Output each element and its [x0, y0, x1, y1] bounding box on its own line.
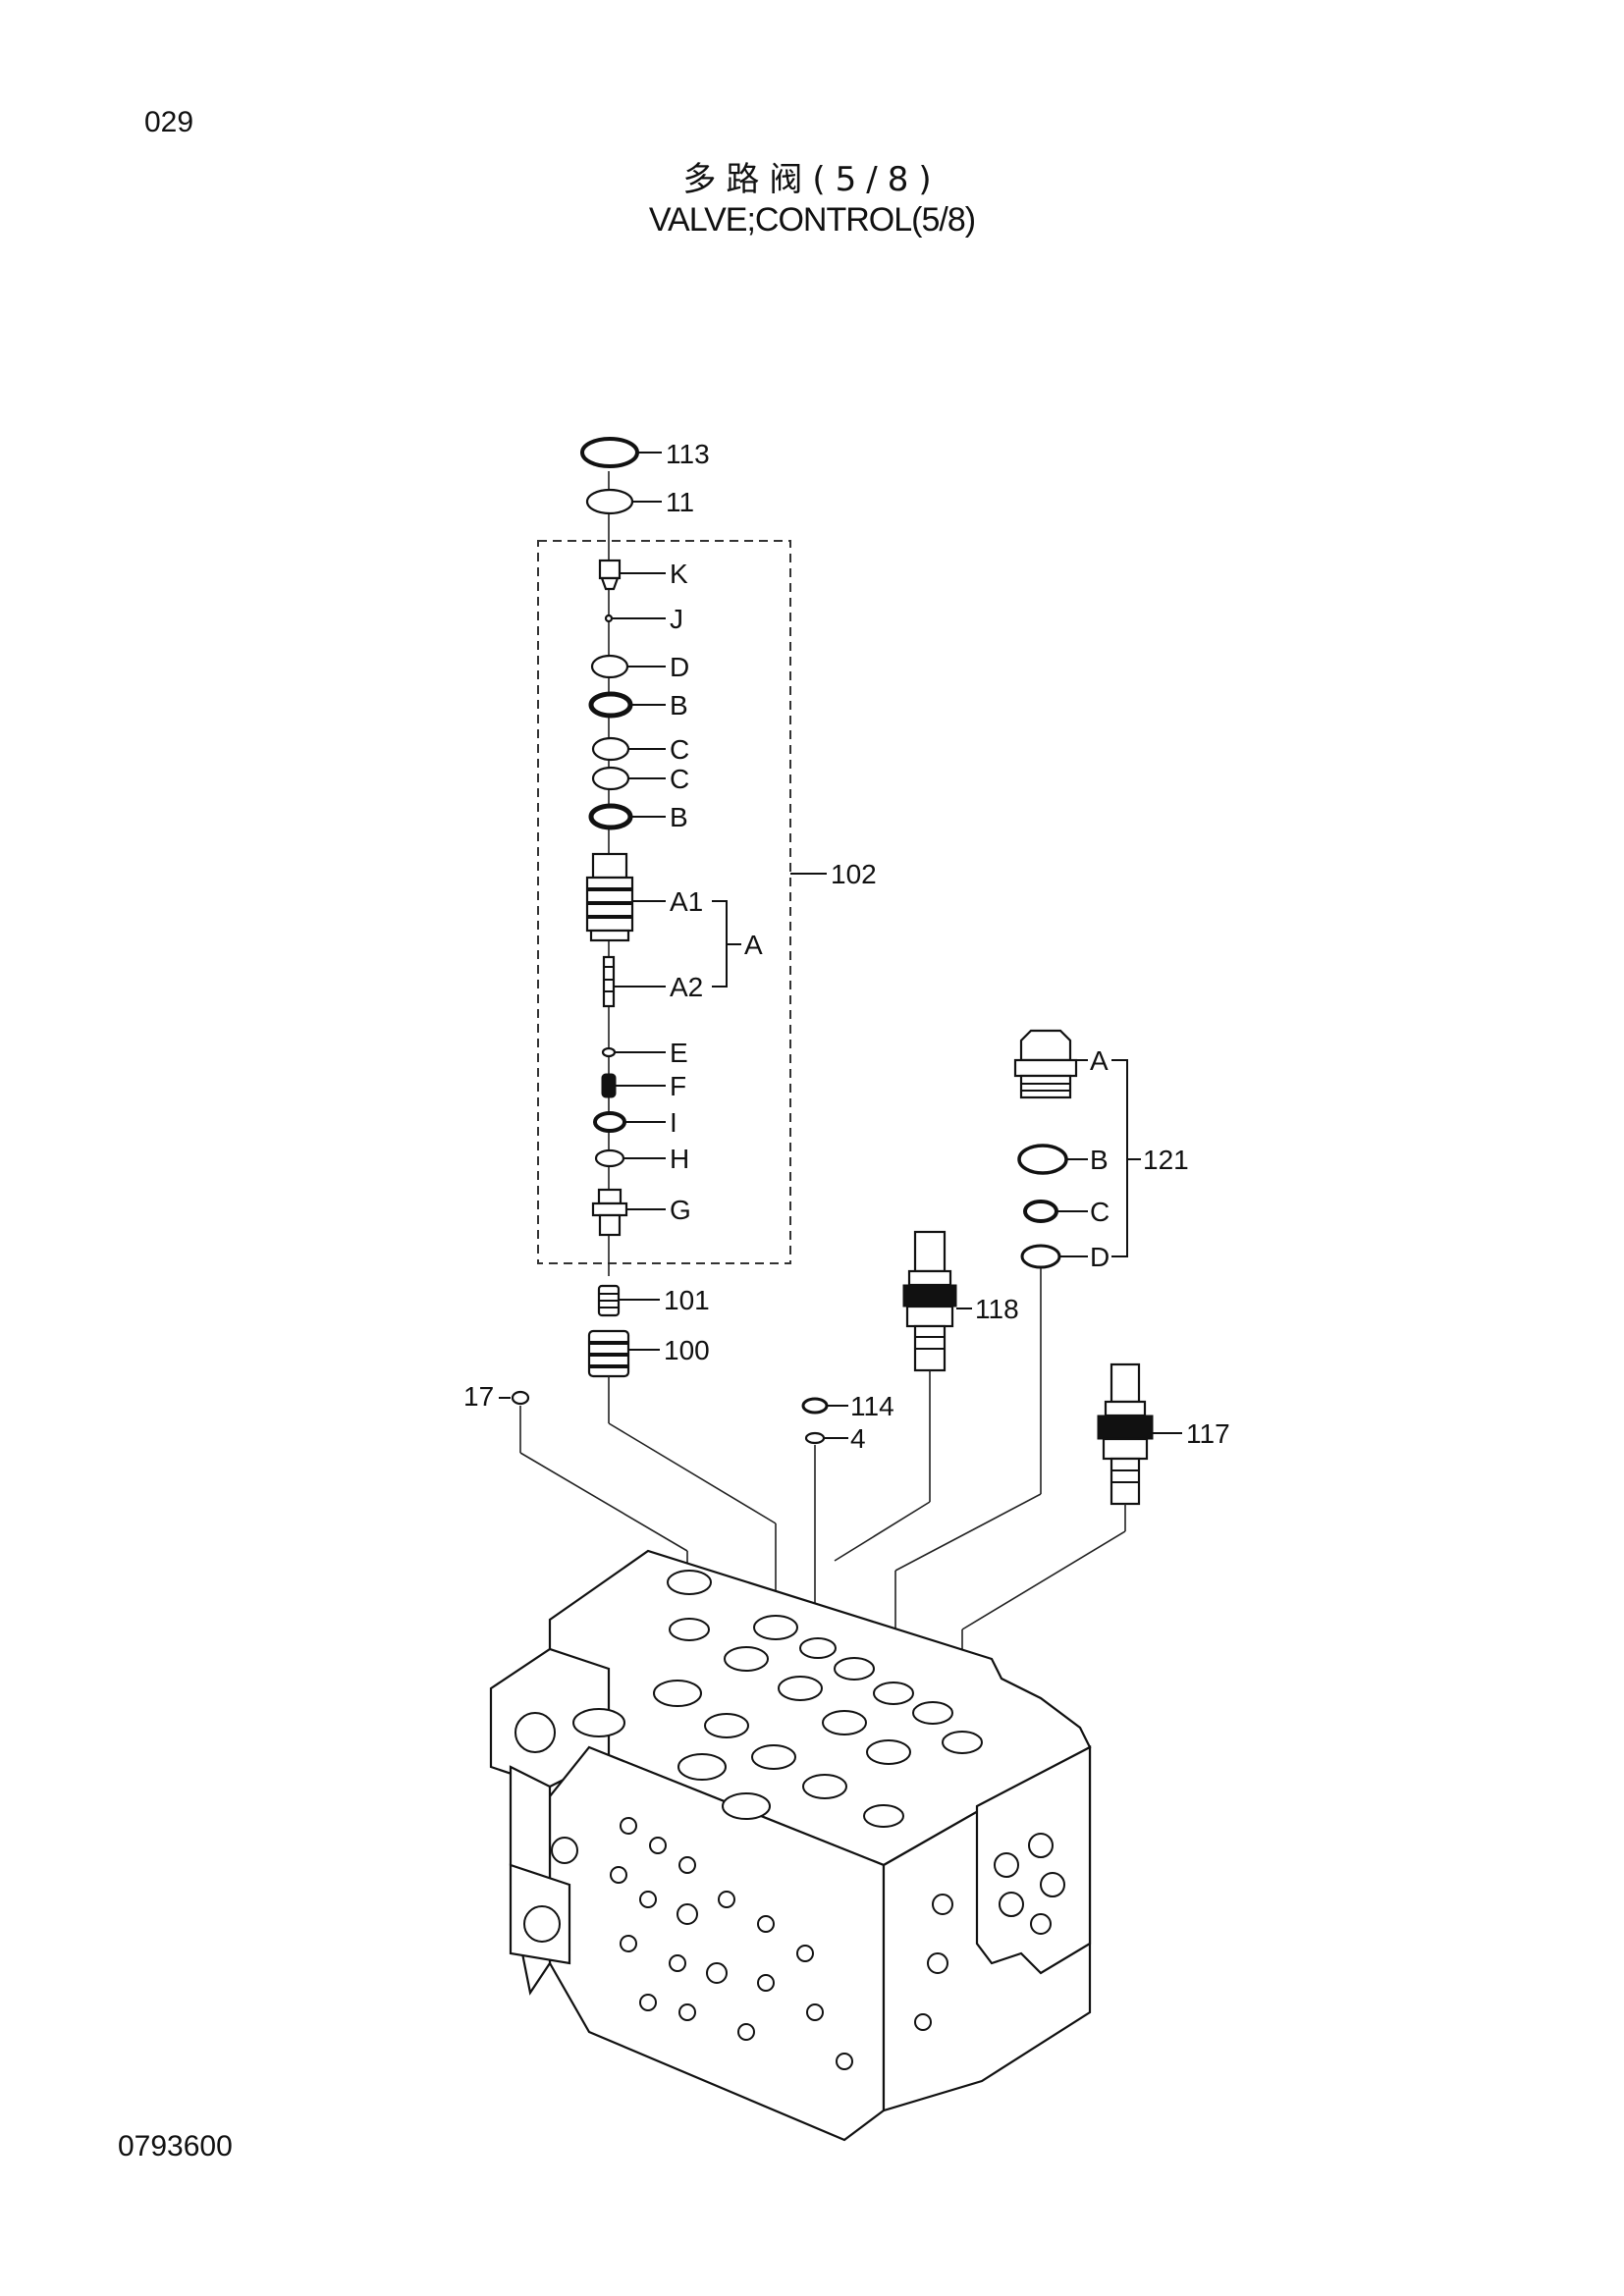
part-K-plug	[598, 559, 622, 591]
callout-I: I	[670, 1107, 677, 1138]
part-101-spring	[597, 1284, 621, 1317]
part-C-ring-lower	[591, 766, 630, 791]
page-number: 029	[144, 106, 194, 138]
callout-C-upper: C	[670, 734, 689, 765]
callout-101: 101	[664, 1285, 710, 1315]
callout-117: 117	[1186, 1418, 1230, 1449]
part-114-oring	[801, 1397, 829, 1415]
callout-C-lower: C	[670, 764, 689, 794]
callout-A1: A1	[670, 886, 703, 917]
callout-11: 11	[666, 487, 694, 517]
title-english: VALVE;CONTROL(5/8)	[648, 201, 976, 239]
callout-H: H	[670, 1144, 689, 1174]
callout-118: 118	[975, 1294, 1019, 1324]
document-code: 0793600	[118, 2130, 233, 2163]
part-I-ring	[593, 1111, 626, 1133]
part-121-B-ring	[1017, 1144, 1068, 1175]
callout-100: 100	[664, 1335, 710, 1365]
callout-113: 113	[666, 439, 710, 469]
part-121-C-ring	[1023, 1200, 1058, 1223]
callout-D-upper: D	[670, 652, 689, 682]
callout-K: K	[670, 559, 688, 589]
part-113-oring	[580, 437, 639, 468]
part-E-washer	[601, 1046, 617, 1058]
callout-17: 17	[463, 1381, 494, 1412]
part-100-spool	[587, 1329, 630, 1378]
part-B-ring-lower	[588, 803, 633, 830]
callout-102: 102	[831, 859, 877, 889]
callout-A2: A2	[670, 972, 703, 1002]
callout-E: E	[670, 1038, 688, 1068]
callout-J: J	[670, 604, 683, 634]
part-117-relief-valve	[1097, 1362, 1154, 1506]
callout-121: 121	[1143, 1145, 1189, 1175]
part-G-plug	[591, 1188, 628, 1237]
part-118-relief-valve	[902, 1230, 957, 1372]
part-F-spring	[601, 1073, 617, 1098]
callout-B-lower: B	[670, 802, 688, 832]
part-17-oring	[511, 1390, 530, 1406]
assembly-121-group: A B C D 121	[894, 1029, 1189, 1669]
control-valve-body	[489, 1549, 1092, 2142]
title-chinese: 多路阀(5/8)	[682, 160, 942, 199]
part-B-ring-upper	[588, 691, 633, 719]
part-121-A-plug	[1013, 1029, 1078, 1099]
part-H-ring	[594, 1148, 625, 1168]
part-A1-sleeve	[585, 852, 634, 942]
part-11-oring	[585, 488, 634, 515]
callout-121-A: A	[1090, 1045, 1109, 1076]
assembly-102-boundary	[537, 540, 791, 1264]
part-A2-spool	[602, 955, 616, 1008]
callout-A-group: A	[744, 930, 763, 960]
callout-121-B: B	[1090, 1145, 1109, 1175]
part-C-ring-upper	[591, 736, 630, 762]
part-J-pin	[604, 614, 614, 623]
part-4-oring	[804, 1431, 826, 1445]
part-D-ring	[590, 654, 629, 679]
part-121-D-ring	[1020, 1244, 1061, 1269]
callout-F: F	[670, 1071, 686, 1101]
callout-4: 4	[850, 1423, 866, 1454]
callout-114: 114	[850, 1391, 894, 1421]
callout-121-C: C	[1090, 1197, 1110, 1227]
callout-121-D: D	[1090, 1242, 1110, 1272]
callout-B-upper: B	[670, 690, 688, 721]
assembly-102-group: 113 11 K J D B C C B	[537, 437, 877, 1378]
callout-G: G	[670, 1195, 691, 1225]
